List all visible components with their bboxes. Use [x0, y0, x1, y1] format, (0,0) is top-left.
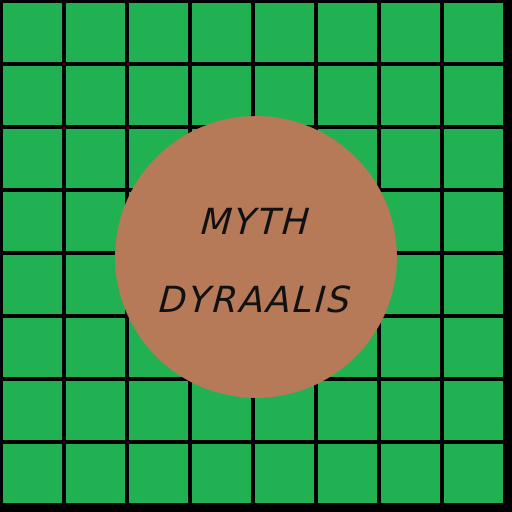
- title-line-2: DYRAALIS: [157, 280, 355, 321]
- board-cell[interactable]: [3, 318, 62, 377]
- board-cell[interactable]: [66, 444, 125, 503]
- board-cell[interactable]: [381, 66, 440, 125]
- board-cell[interactable]: [318, 444, 377, 503]
- board-cell[interactable]: [444, 318, 503, 377]
- board-cell[interactable]: [66, 129, 125, 188]
- board-cell[interactable]: [444, 444, 503, 503]
- board-cell[interactable]: [129, 66, 188, 125]
- board-cell[interactable]: [129, 444, 188, 503]
- board-cell[interactable]: [444, 381, 503, 440]
- board-cell[interactable]: [255, 66, 314, 125]
- board-cell[interactable]: [381, 129, 440, 188]
- board-cell[interactable]: [3, 444, 62, 503]
- board-cell[interactable]: [444, 66, 503, 125]
- board-cell[interactable]: [381, 3, 440, 62]
- board-cell[interactable]: [66, 318, 125, 377]
- board-cell[interactable]: [381, 444, 440, 503]
- board-cell[interactable]: [444, 129, 503, 188]
- title-medallion[interactable]: MYTH DYRAALIS: [115, 116, 397, 398]
- board-cell[interactable]: [318, 66, 377, 125]
- board-cell[interactable]: [192, 3, 251, 62]
- board-cell[interactable]: [3, 255, 62, 314]
- board-cell[interactable]: [3, 129, 62, 188]
- board-cell[interactable]: [66, 66, 125, 125]
- board-cell[interactable]: [66, 381, 125, 440]
- board-cell[interactable]: [129, 3, 188, 62]
- board-cell[interactable]: [381, 381, 440, 440]
- board-cell[interactable]: [444, 3, 503, 62]
- board-cell[interactable]: [444, 192, 503, 251]
- board-cell[interactable]: [381, 318, 440, 377]
- board-cell[interactable]: [192, 66, 251, 125]
- board-cell[interactable]: [255, 3, 314, 62]
- board-cell[interactable]: [444, 255, 503, 314]
- board-cell[interactable]: [318, 381, 377, 440]
- board-cell[interactable]: [3, 192, 62, 251]
- board-cell[interactable]: [192, 444, 251, 503]
- board-cell[interactable]: [3, 381, 62, 440]
- board-cell[interactable]: [3, 66, 62, 125]
- board-cell[interactable]: [129, 381, 188, 440]
- board-cell[interactable]: [66, 3, 125, 62]
- board-cell[interactable]: [318, 3, 377, 62]
- board-cell[interactable]: [3, 3, 62, 62]
- board-cell[interactable]: [255, 444, 314, 503]
- title-line-1: MYTH: [199, 202, 313, 243]
